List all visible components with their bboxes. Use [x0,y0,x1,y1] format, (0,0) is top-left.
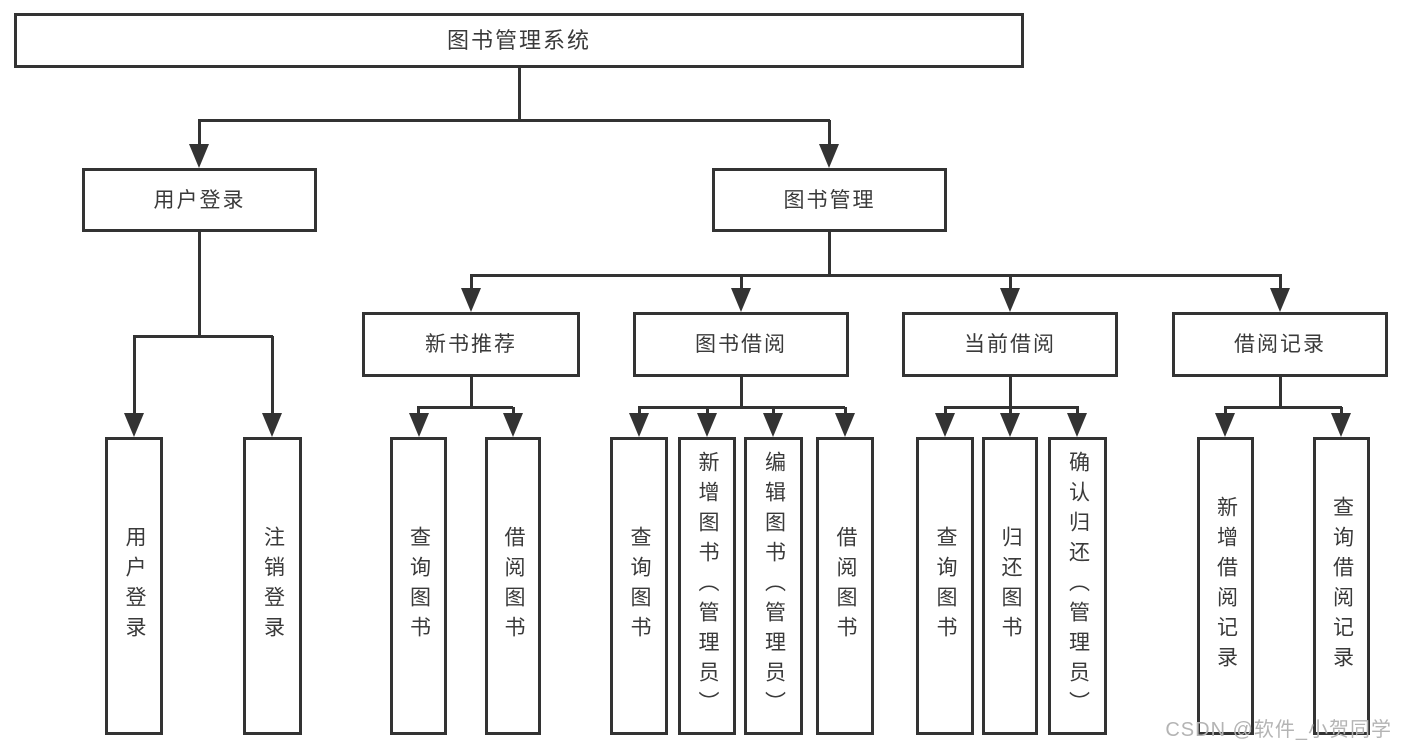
csdn-watermark: CSDN @软件_小贺同学 [1165,719,1392,741]
connector-line [827,230,831,277]
node-label: 新增图书（管理员） [696,451,720,721]
node-logout-action: 注销登录 [243,437,302,735]
node-root: 图书管理系统 [14,13,1024,68]
connector-line [1223,405,1342,409]
node-label: 借阅图书 [834,526,858,646]
node-add-books-admin: 新增图书（管理员） [678,437,736,735]
node-book-borrowing: 图书借阅 [633,312,849,377]
connector-line [637,405,845,409]
connector-line [1278,375,1282,407]
node-label: 用户登录 [153,188,246,212]
connector-arrow-down-icon [124,336,144,437]
connector-arrow-down-icon [819,120,839,168]
node-query-books-recommend: 查询图书 [390,437,447,735]
connector-arrow-down-icon [503,407,523,437]
connector-arrow-down-icon [731,275,751,312]
connector-line [469,375,473,407]
node-new-book-recommend: 新书推荐 [362,312,580,377]
connector-arrow-down-icon [1270,275,1290,312]
node-label: 归还图书 [999,526,1023,646]
node-label: 查询图书 [407,526,431,646]
connector-arrow-down-icon [262,336,282,437]
node-label: 用户登录 [123,526,147,646]
connector-line [417,405,513,409]
node-user-login-action: 用户登录 [105,437,163,735]
node-borrow-books-action: 借阅图书 [816,437,874,735]
node-label: 新增借阅记录 [1214,496,1238,676]
node-label: 当前借阅 [964,333,1056,356]
connector-arrow-down-icon [189,120,209,168]
connector-arrow-down-icon [1000,275,1020,312]
node-label: 注销登录 [261,526,285,646]
node-label: 图书管理系统 [446,27,591,53]
node-add-borrow-record: 新增借阅记录 [1197,437,1254,735]
node-query-borrow-record: 查询借阅记录 [1313,437,1370,735]
connector-arrow-down-icon [408,407,429,437]
connector-line [469,273,1282,277]
connector-arrow-down-icon [1000,407,1020,437]
node-label: 编辑图书（管理员） [762,451,786,721]
node-label: 查询图书 [934,526,958,646]
node-borrow-books-recommend: 借阅图书 [485,437,541,735]
node-label: 查询借阅记录 [1330,496,1354,676]
node-return-books: 归还图书 [982,437,1038,735]
connector-line [197,118,830,122]
node-label: 借阅记录 [1234,333,1326,356]
node-user-login: 用户登录 [82,168,317,232]
node-label: 借阅图书 [502,526,526,646]
node-query-books-borrow: 查询图书 [610,437,668,735]
connector-line [1008,375,1012,407]
node-current-borrowing: 当前借阅 [902,312,1118,377]
node-label: 确认归还（管理员） [1066,451,1090,721]
node-label: 图书借阅 [695,333,787,356]
connector-line [739,375,743,407]
node-borrowing-records: 借阅记录 [1172,312,1388,377]
connector-arrow-down-icon [697,407,717,437]
connector-line [132,334,273,338]
connector-arrow-down-icon [1331,407,1351,437]
connector-line [517,66,521,122]
node-book-management: 图书管理 [712,168,947,232]
node-label: 查询图书 [628,526,652,646]
connector-arrow-down-icon [835,407,855,437]
node-confirm-return-admin: 确认归还（管理员） [1048,437,1107,735]
connector-line [197,230,201,338]
connector-arrow-down-icon [1215,407,1235,437]
node-query-books-current: 查询图书 [916,437,974,735]
connector-arrow-down-icon [461,275,481,312]
connector-arrow-down-icon [763,407,783,437]
node-edit-books-admin: 编辑图书（管理员） [744,437,803,735]
connector-arrow-down-icon [1067,407,1087,437]
connector-arrow-down-icon [629,407,649,437]
connector-arrow-down-icon [935,407,955,437]
node-label: 新书推荐 [425,333,517,356]
node-label: 图书管理 [783,188,876,212]
